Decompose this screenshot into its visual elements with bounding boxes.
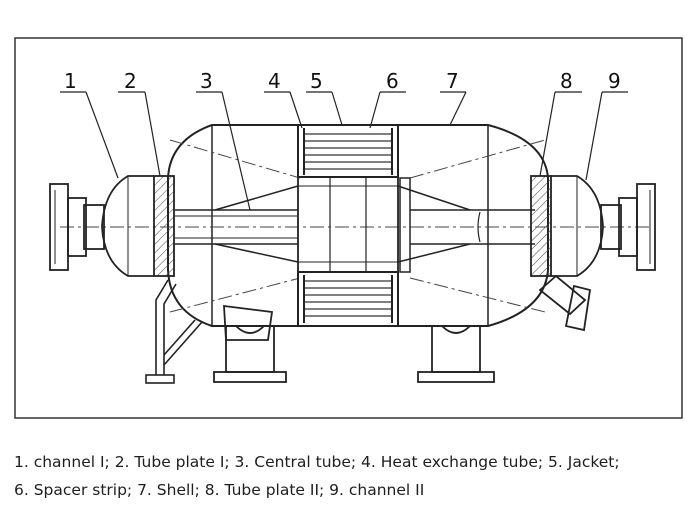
label-4-number: 4: [268, 69, 281, 93]
central-tube: [175, 209, 535, 245]
centre-lines: [60, 139, 650, 313]
channel-2: [551, 175, 656, 277]
caption-line-2: 6. Spacer strip; 7. Shell; 8. Tube plate…: [14, 481, 425, 499]
flow-cones: [214, 177, 471, 273]
heat-exchanger-drawing: 1 2 3 4 5 6 7 8 9: [14, 37, 683, 419]
figure-caption: 1. channel I; 2. Tube plate I; 3. Centra…: [14, 448, 694, 504]
label-7-number: 7: [446, 69, 459, 93]
label-3-number: 3: [200, 69, 213, 93]
label-9-number: 9: [608, 69, 621, 93]
label-5-number: 5: [310, 69, 323, 93]
saddle-support-left: [213, 325, 287, 383]
saddle-support-right: [417, 325, 495, 383]
leader-lines: [60, 91, 628, 211]
side-nozzle: [538, 274, 592, 332]
drain-pipe: [145, 279, 203, 384]
tube-bundle-bottom: [297, 271, 399, 327]
channel-1: [49, 175, 154, 277]
bottom-nozzle: [223, 304, 274, 341]
caption-line-1: 1. channel I; 2. Tube plate I; 3. Centra…: [14, 453, 620, 471]
label-2-number: 2: [124, 69, 137, 93]
central-chamber: [297, 176, 399, 273]
drawing-frame: [14, 37, 683, 419]
tube-plate-1: [153, 175, 175, 277]
label-1-number: 1: [64, 69, 77, 93]
tube-plate-2: [530, 175, 552, 277]
label-8-number: 8: [560, 69, 573, 93]
tube-bundle-top: [297, 124, 399, 178]
label-6-number: 6: [386, 69, 399, 93]
shell: [167, 124, 549, 327]
